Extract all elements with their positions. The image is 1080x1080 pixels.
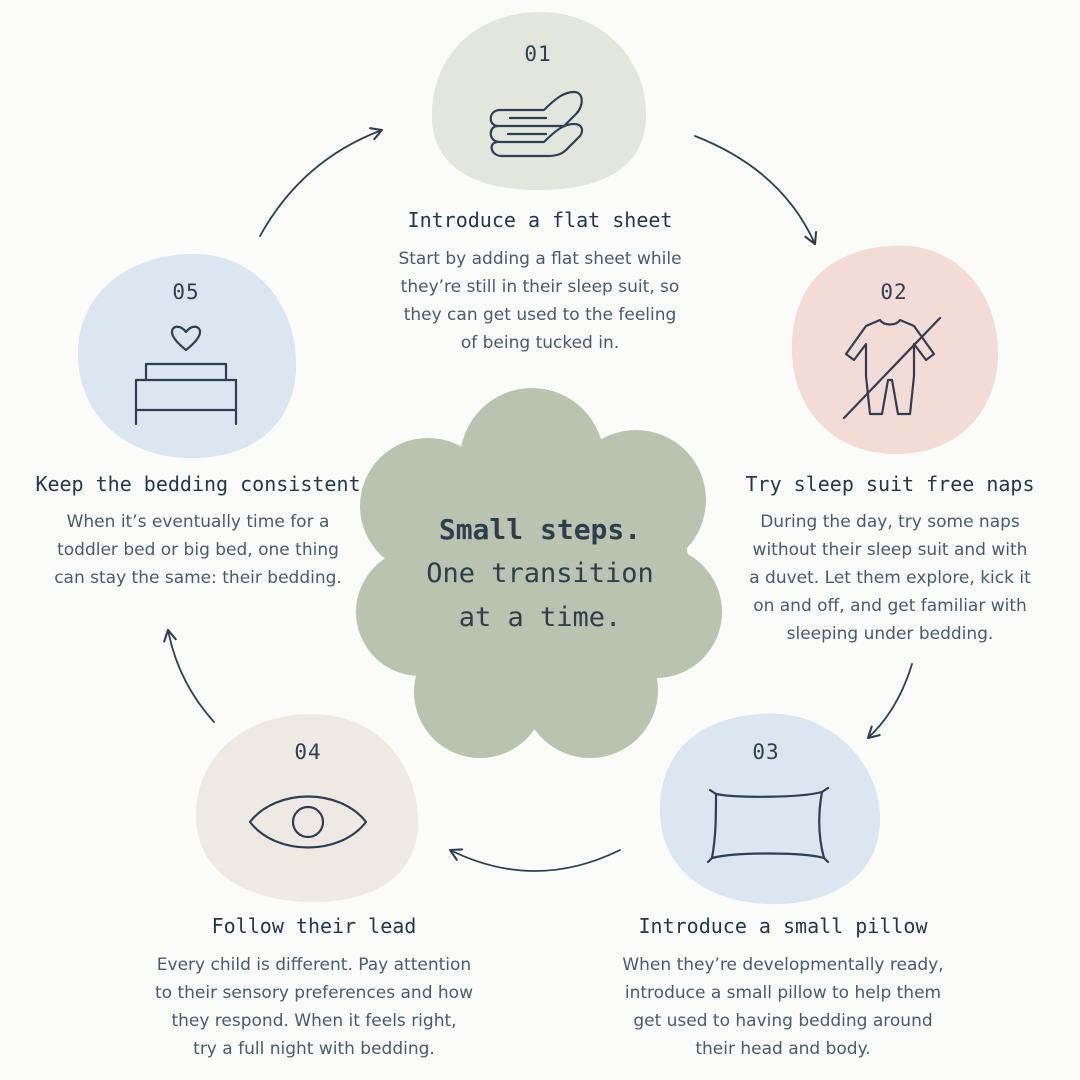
- step-5-title: Keep the bedding consistent: [35, 472, 361, 496]
- center-message: Small steps. One transition at a time.: [380, 508, 700, 640]
- step-1-description: Start by adding a flat sheet while they’…: [350, 245, 730, 357]
- arrow-3-to-4: [448, 848, 621, 872]
- step-1-title: Introduce a flat sheet: [407, 208, 673, 232]
- step-3-title: Introduce a small pillow: [638, 914, 928, 938]
- step-5-line: toddler bed or big bed, one thing: [57, 540, 339, 560]
- folded-sheets-icon: [489, 90, 584, 158]
- step-2-line: on and off, and get familiar with: [753, 596, 1027, 616]
- step-3-description: When they’re developmentally ready, intr…: [596, 951, 970, 1063]
- step-5-line: When it’s eventually time for a: [66, 512, 330, 532]
- step-2-blob: [791, 245, 999, 455]
- step-2-line: sleeping under bedding.: [786, 624, 994, 644]
- arrow-4-to-5: [163, 628, 215, 723]
- step-5-line: can stay the same: their bedding.: [54, 568, 342, 588]
- step-2-line: a duvet. Let them explore, kick it: [749, 568, 1031, 588]
- step-3-line: introduce a small pillow to help them: [624, 983, 942, 1003]
- no-sleep-suit-icon: [842, 316, 942, 420]
- step-4-description: Every child is different. Pay attention …: [126, 951, 502, 1063]
- bed-heart-icon: [134, 325, 238, 426]
- step-2-description: During the day, try some naps without th…: [720, 508, 1060, 648]
- step-1-number: 01: [524, 42, 552, 66]
- center-flower-shape: [356, 388, 722, 758]
- step-1-line: of being tucked in.: [460, 333, 620, 353]
- step-5-blob: [78, 253, 297, 459]
- center-subline: One transition: [426, 558, 654, 589]
- step-2-title: Try sleep suit free naps: [745, 472, 1035, 496]
- step-4-line: they respond. When it feels right,: [171, 1011, 457, 1031]
- step-1-line: Start by adding a flat sheet while: [398, 249, 682, 269]
- step-2-line: without their sleep suit and with: [752, 540, 1028, 560]
- pillow-icon: [706, 786, 830, 864]
- step-1-line: they’re still in their sleep suit, so: [400, 277, 680, 297]
- step-4-title: Follow their lead: [211, 914, 417, 938]
- arrow-5-to-1: [259, 127, 384, 237]
- step-4-line: to their sensory preferences and how: [155, 983, 473, 1003]
- step-3-number: 03: [752, 740, 780, 764]
- step-3-line: get used to having bedding around: [633, 1011, 933, 1031]
- step-2-line: During the day, try some naps: [760, 512, 1020, 532]
- step-1-blob: [431, 11, 647, 190]
- arrow-1-to-2: [694, 135, 818, 246]
- arrow-2-to-3: [866, 663, 913, 740]
- step-1-line: they can get used to the feeling: [403, 305, 677, 325]
- step-5-number: 05: [172, 280, 200, 304]
- center-headline: Small steps.: [438, 513, 642, 546]
- step-3-line: their head and body.: [695, 1039, 871, 1059]
- step-2-number: 02: [880, 280, 908, 304]
- step-3-line: When they’re developmentally ready,: [622, 955, 944, 975]
- step-4-line: Every child is different. Pay attention: [156, 955, 472, 975]
- eye-icon: [248, 795, 368, 849]
- step-4-number: 04: [294, 740, 322, 764]
- step-4-line: try a full night with bedding.: [193, 1039, 435, 1059]
- step-5-description: When it’s eventually time for a toddler …: [22, 508, 374, 592]
- center-subline: at a time.: [458, 602, 622, 633]
